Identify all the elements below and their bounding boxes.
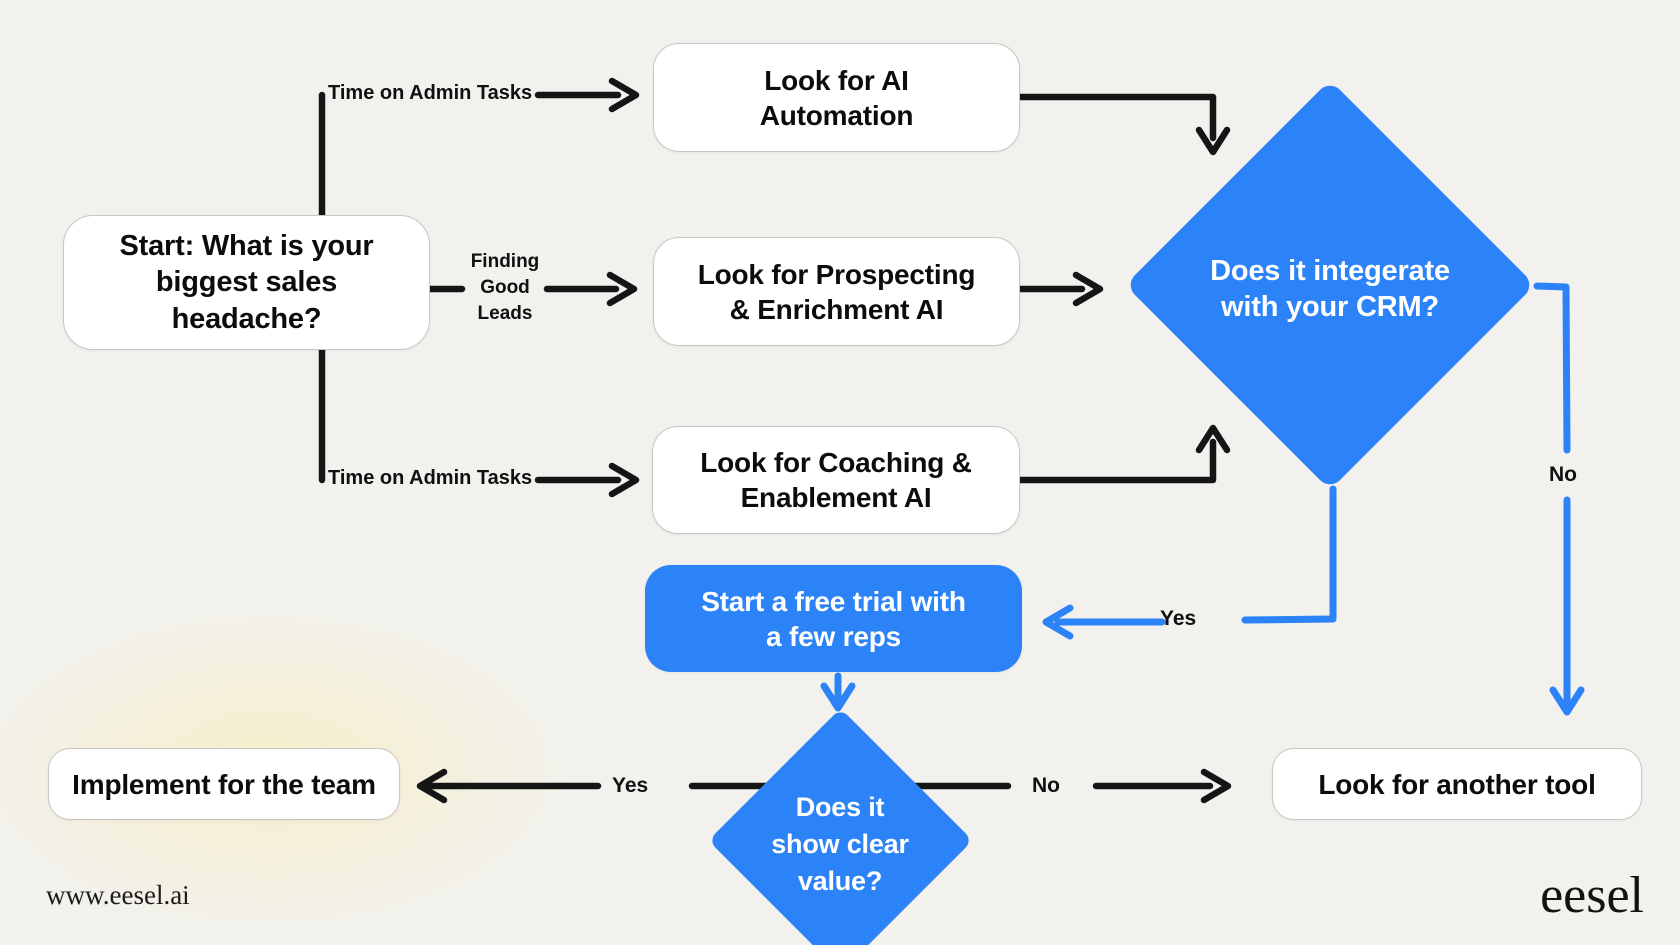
arrow-admin-top-head-icon <box>608 77 640 113</box>
edge-label-crm-no: No <box>1549 463 1577 486</box>
arrow-leads-head-icon <box>606 271 638 307</box>
blue-connector-lines <box>820 282 1585 716</box>
node-prospecting-enrichment: Look for Prospecting & Enrichment AI <box>653 237 1020 346</box>
edge-label-admin-tasks-top: Time on Admin Tasks <box>328 82 533 104</box>
node-start: Start: What is your biggest sales headac… <box>63 215 430 350</box>
edge-label-value-no: No <box>1032 774 1060 797</box>
edge-label-value-yes: Yes <box>612 774 649 797</box>
black-connector-lines <box>318 77 1232 804</box>
arrow-down-head-icon <box>1195 126 1231 156</box>
arrow-right-head-icon <box>1072 271 1104 307</box>
website-url: www.eesel.ai <box>46 880 190 910</box>
node-another-tool: Look for another tool <box>1272 748 1642 820</box>
conn-coach-to-crm <box>1014 438 1217 484</box>
edge-label-admin-tasks-bottom: Time on Admin Tasks <box>328 467 533 489</box>
decision-value-label: Does it show clear value? <box>771 792 909 896</box>
edge-label-finding-good-leads: Finding Good Leads <box>470 251 540 324</box>
conn-ai-to-crm <box>1014 93 1217 142</box>
decision-crm-label: Does it integerate with your CRM? <box>1210 255 1450 323</box>
arrow-up-head-icon <box>1195 424 1231 454</box>
node-coaching-enablement: Look for Coaching & Enablement AI <box>652 426 1020 534</box>
edge-label-crm-yes: Yes <box>1160 607 1197 630</box>
blue-arrow-left-head-icon <box>1042 604 1074 640</box>
node-ai-automation: Look for AI Automation <box>653 43 1020 152</box>
node-implement-team: Implement for the team <box>48 748 400 820</box>
crm-no-line-top <box>1533 282 1571 454</box>
node-free-trial: Start a free trial with a few reps <box>645 565 1022 672</box>
eesel-logo: eesel <box>1540 867 1644 924</box>
arrow-right-head2-icon <box>1200 768 1232 804</box>
blue-arrow-down-head-icon <box>820 682 856 712</box>
crm-yes-line-right <box>1241 485 1337 624</box>
arrow-admin-bottom-head-icon <box>608 462 640 498</box>
blue-arrow-down-head2-icon <box>1549 686 1585 716</box>
